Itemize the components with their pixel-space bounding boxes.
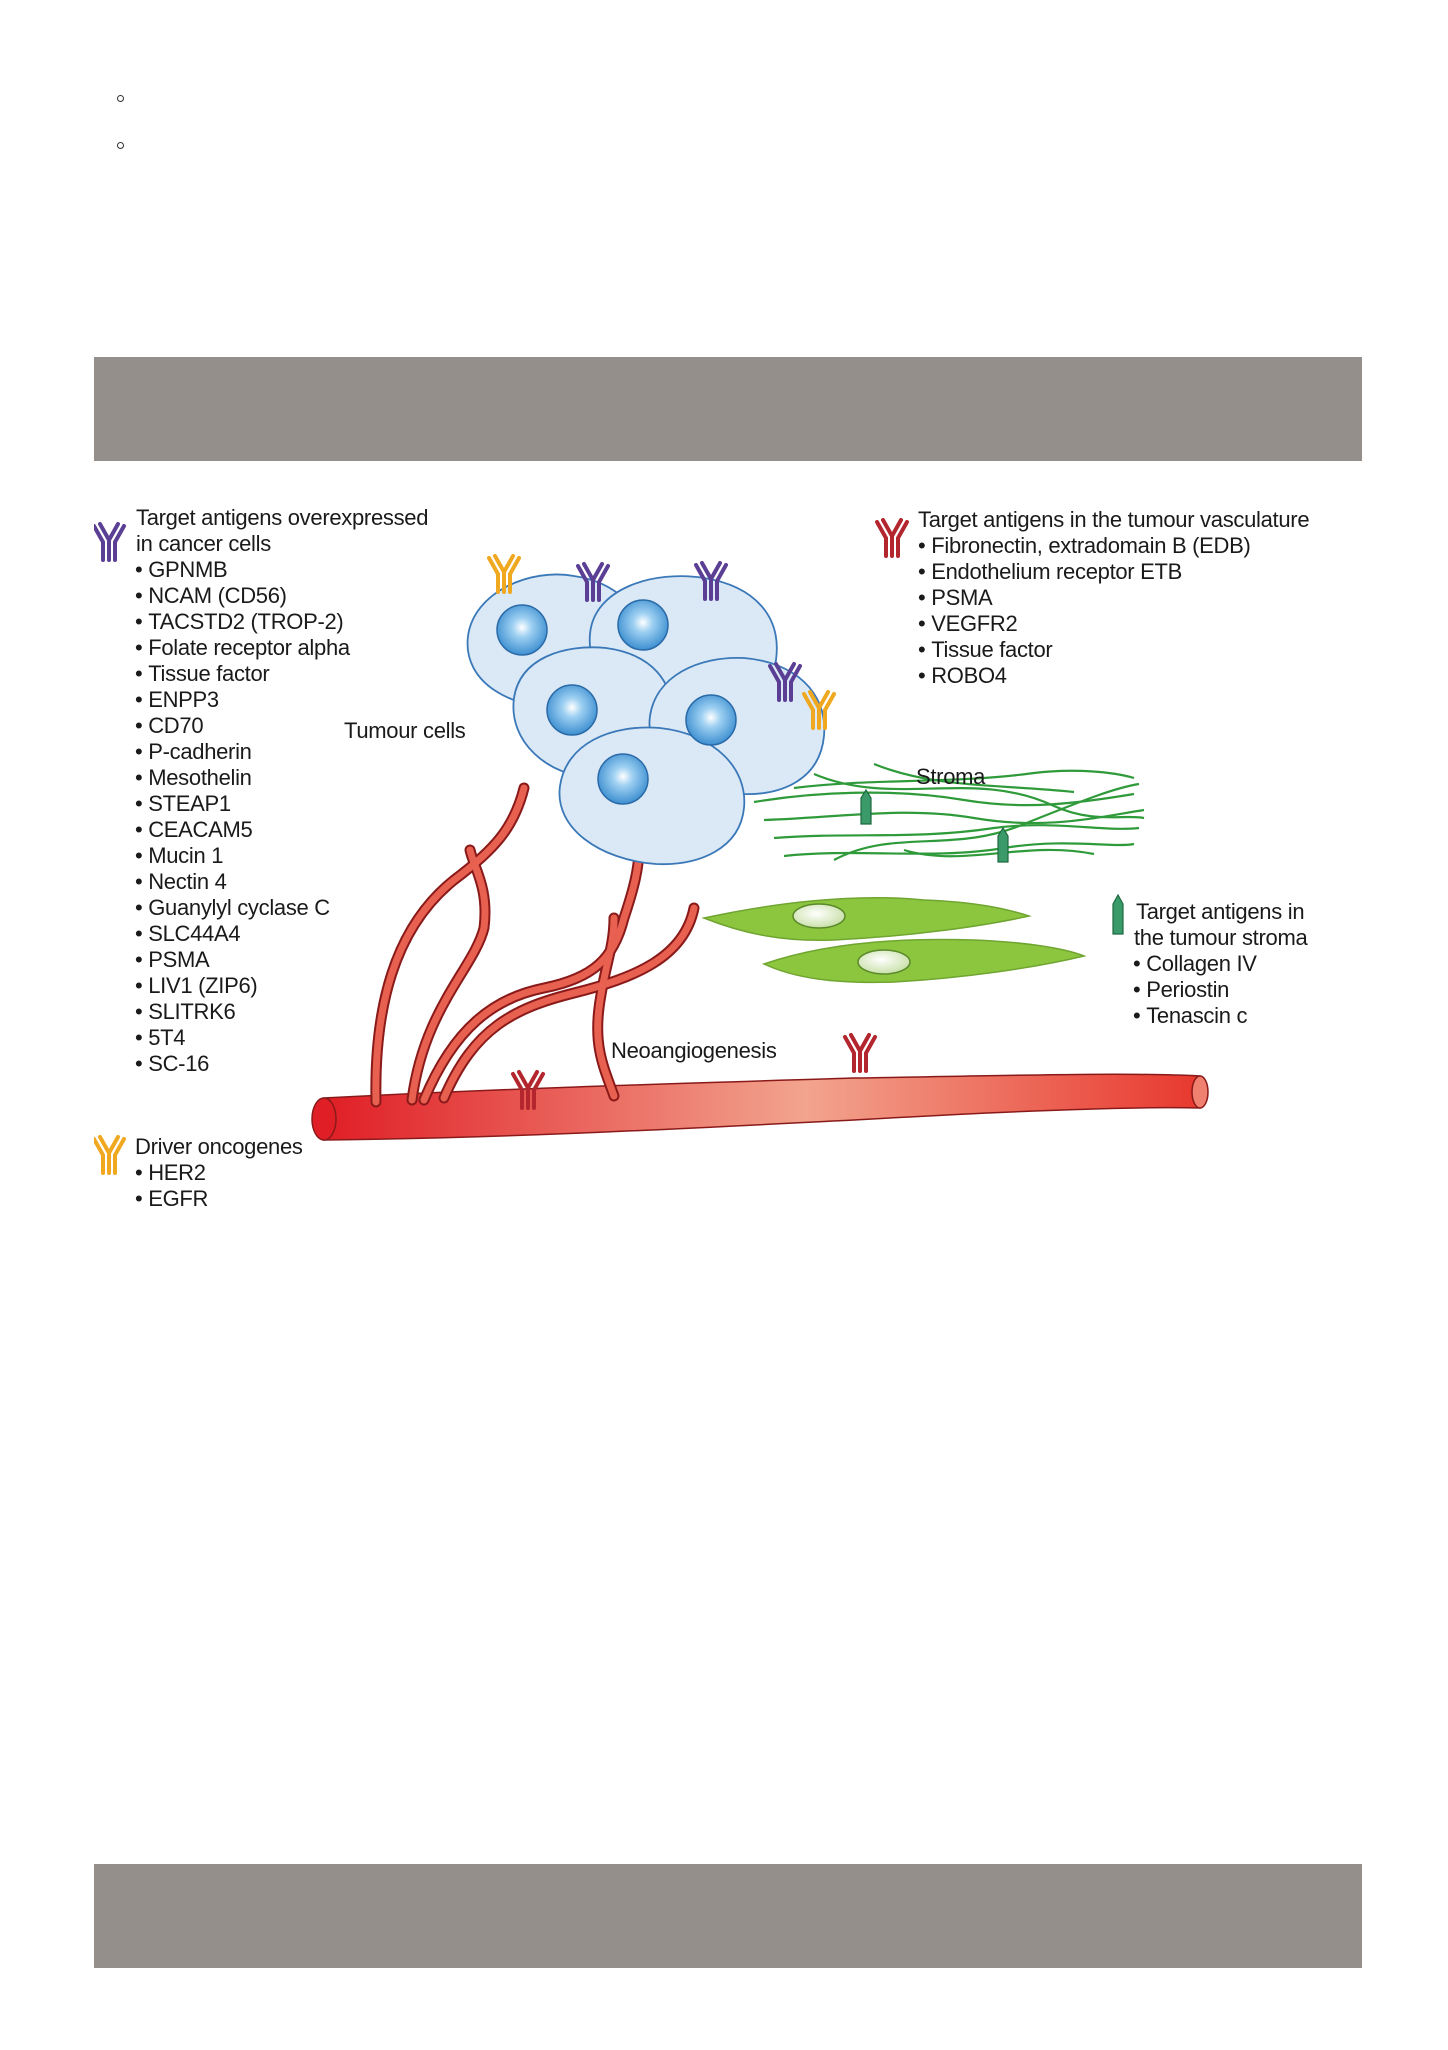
list-item: GPNMB	[135, 557, 350, 583]
neoangiogenic-sprouts	[370, 782, 700, 1108]
tumour-cells-label: Tumour cells	[344, 718, 466, 743]
list-item: Guanylyl cyclase C	[135, 895, 350, 921]
stroma-antigen-markers	[860, 788, 1009, 863]
list-item: LIV1 (ZIP6)	[135, 973, 350, 999]
list-item: Tissue factor	[135, 661, 350, 687]
stroma-label: Stroma	[916, 764, 986, 789]
driver-oncogene-icon	[92, 1135, 126, 1175]
driver-oncogenes-heading: Driver oncogenes	[135, 1134, 303, 1159]
list-item: 5T4	[135, 1025, 350, 1051]
list-item: STEAP1	[135, 791, 350, 817]
list-item: Collagen IV	[1133, 951, 1257, 977]
list-item: ROBO4	[918, 663, 1251, 689]
cancer-cells-heading-1: Target antigens overexpressed	[136, 505, 429, 530]
neoangiogenesis-label: Neoangiogenesis	[611, 1038, 777, 1063]
cancer-cells-heading-2: in cancer cells	[136, 531, 271, 556]
cancer-antigen-list: GPNMBNCAM (CD56)TACSTD2 (TROP-2)Folate r…	[135, 557, 350, 1077]
list-item: Periostin	[1133, 977, 1257, 1003]
list-item: Mesothelin	[135, 765, 350, 791]
vasculature-antigen-list: Fibronectin, extradomain B (EDB)Endothel…	[918, 533, 1251, 689]
list-bullet-2	[117, 142, 124, 149]
list-item: SLC44A4	[135, 921, 350, 947]
footer-band	[94, 1864, 1362, 1968]
list-item: SC-16	[135, 1051, 350, 1077]
list-item: NCAM (CD56)	[135, 583, 350, 609]
adc-target-antigen-diagram: Target antigens overexpressed in cancer …	[92, 488, 1362, 1248]
vasculature-heading: Target antigens in the tumour vasculatur…	[918, 507, 1310, 532]
list-item: Folate receptor alpha	[135, 635, 350, 661]
cancer-antigen-icon	[92, 522, 126, 562]
list-item: CEACAM5	[135, 817, 350, 843]
list-item: VEGFR2	[918, 611, 1251, 637]
fibroblasts	[701, 896, 1087, 984]
stroma-fibres	[753, 762, 1145, 861]
list-bullet-1	[117, 95, 124, 102]
list-item: CD70	[135, 713, 350, 739]
blood-vessel	[311, 1073, 1209, 1141]
legend-icons	[92, 518, 1124, 1175]
list-item: Endothelium receptor ETB	[918, 559, 1251, 585]
list-item: ENPP3	[135, 687, 350, 713]
stroma-heading-1: Target antigens in	[1136, 899, 1305, 924]
vasculature-antigen-icon	[875, 518, 909, 558]
stroma-antigen-list: Collagen IVPeriostinTenascin c	[1133, 951, 1257, 1029]
stroma-antigen-icon	[1112, 893, 1124, 935]
list-item: PSMA	[918, 585, 1251, 611]
list-item: HER2	[135, 1160, 208, 1186]
list-item: Nectin 4	[135, 869, 350, 895]
list-item: Tissue factor	[918, 637, 1251, 663]
list-item: P-cadherin	[135, 739, 350, 765]
cell-nuclei	[496, 599, 737, 805]
list-item: Fibronectin, extradomain B (EDB)	[918, 533, 1251, 559]
list-item: SLITRK6	[135, 999, 350, 1025]
list-item: EGFR	[135, 1186, 208, 1212]
stroma-heading-2: the tumour stroma	[1134, 925, 1308, 950]
diagram-graphics	[92, 518, 1209, 1175]
list-item: Mucin 1	[135, 843, 350, 869]
list-item: Tenascin c	[1133, 1003, 1257, 1029]
driver-oncogene-list: HER2EGFR	[135, 1160, 208, 1212]
header-band	[94, 357, 1362, 461]
list-item: PSMA	[135, 947, 350, 973]
list-item: TACSTD2 (TROP-2)	[135, 609, 350, 635]
